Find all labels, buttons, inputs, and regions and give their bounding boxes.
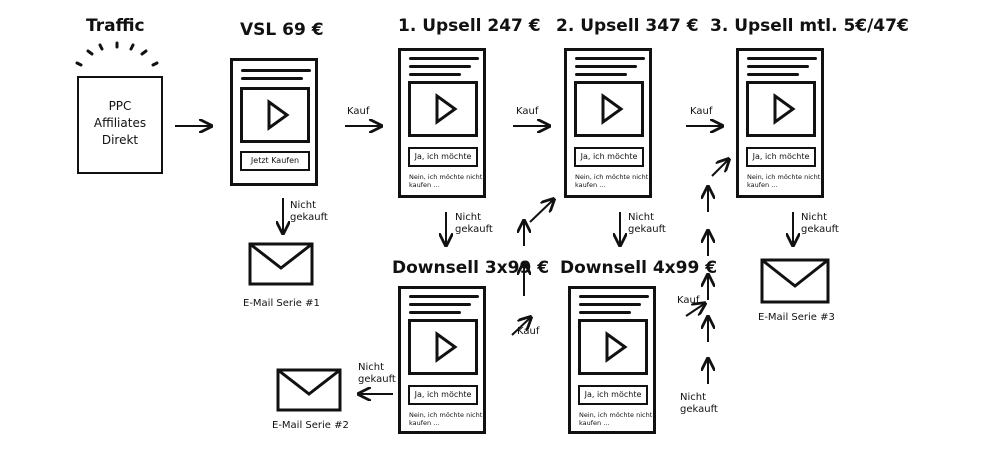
email-series-3-label: E-Mail Serie #3 <box>758 312 835 323</box>
vsl-page: Jetzt Kaufen <box>230 58 318 186</box>
upsell2-page: Ja, ich möchte Nein, ich möchte nicht ka… <box>564 48 652 198</box>
traffic-title: Traffic <box>86 16 145 36</box>
arrow-downsell2-kauf <box>685 304 704 317</box>
vsl-buy-button[interactable]: Jetzt Kaufen <box>240 151 310 171</box>
play-icon <box>267 99 290 131</box>
downsell2-video[interactable] <box>578 319 648 375</box>
vsl-video[interactable] <box>240 87 310 143</box>
downsell1-title: Downsell 3x99 € <box>392 258 550 278</box>
play-icon <box>435 93 458 125</box>
vsl-title: VSL 69 € <box>240 20 324 40</box>
play-icon <box>605 331 628 363</box>
upsell3-video[interactable] <box>746 81 816 137</box>
play-icon <box>435 331 458 363</box>
kauf-label: Kauf <box>517 326 540 337</box>
kauf-label: Kauf <box>347 106 370 117</box>
downsell1-accept-button[interactable]: Ja, ich möchte <box>408 385 478 405</box>
play-icon <box>601 93 624 125</box>
traffic-source-ppc: PPC <box>108 99 132 113</box>
purchase-arrows <box>175 126 793 394</box>
downsell2-page: Ja, ich möchte Nein, ich möchte nicht ka… <box>568 286 656 434</box>
upsell1-accept-button[interactable]: Ja, ich möchte <box>408 147 478 167</box>
upsell2-title: 2. Upsell 347 € <box>556 16 699 36</box>
traffic-source-direkt: Direkt <box>101 133 139 147</box>
upsell1-video[interactable] <box>408 81 478 137</box>
upsell1-decline-link[interactable]: Nein, ich möchte nicht kaufen ... <box>409 173 483 189</box>
traffic-sources-box: PPC Affiliates Direkt <box>77 76 163 174</box>
downsell1-video[interactable] <box>408 319 478 375</box>
email-series-2-label: E-Mail Serie #2 <box>272 420 349 431</box>
upsell3-accept-button[interactable]: Ja, ich möchte <box>746 147 816 167</box>
upsell2-decline-link[interactable]: Nein, ich möchte nicht kaufen ... <box>575 173 649 189</box>
kauf-label: Kauf <box>677 295 700 306</box>
upsell2-accept-button[interactable]: Ja, ich möchte <box>574 147 644 167</box>
arrow-chain-2f <box>711 160 728 177</box>
downsell2-accept-button[interactable]: Ja, ich möchte <box>578 385 648 405</box>
downsell2-decline-link[interactable]: Nein, ich möchte nicht kaufen ... <box>579 411 653 427</box>
email-envelope-icon <box>276 368 342 412</box>
upsell3-title: 3. Upsell mtl. 5€/47€ <box>710 16 909 36</box>
upsell3-decline-link[interactable]: Nein, ich möchte nicht kaufen ... <box>747 173 821 189</box>
downsell2-title: Downsell 4x99 € <box>560 258 718 278</box>
email-series-1-label: E-Mail Serie #1 <box>243 298 320 309</box>
arrow-chain-1c <box>529 200 553 223</box>
upsell2-video[interactable] <box>574 81 644 137</box>
email-envelope-icon <box>248 242 314 286</box>
upsell3-page: Ja, ich möchte Nein, ich möchte nicht ka… <box>736 48 824 198</box>
traffic-source-affiliates: Affiliates <box>93 116 147 130</box>
email-envelope-icon <box>760 258 830 304</box>
traffic-sparks <box>75 41 159 67</box>
downsell1-decline-link[interactable]: Nein, ich möchte nicht kaufen ... <box>409 411 483 427</box>
upsell1-title: 1. Upsell 247 € <box>398 16 541 36</box>
kauf-label: Kauf <box>690 106 713 117</box>
play-icon <box>773 93 796 125</box>
arrow-downsell1-kauf <box>511 318 530 336</box>
upsell1-page: Ja, ich möchte Nein, ich möchte nicht ka… <box>398 48 486 198</box>
downsell1-page: Ja, ich möchte Nein, ich möchte nicht ka… <box>398 286 486 434</box>
kauf-label: Kauf <box>516 106 539 117</box>
